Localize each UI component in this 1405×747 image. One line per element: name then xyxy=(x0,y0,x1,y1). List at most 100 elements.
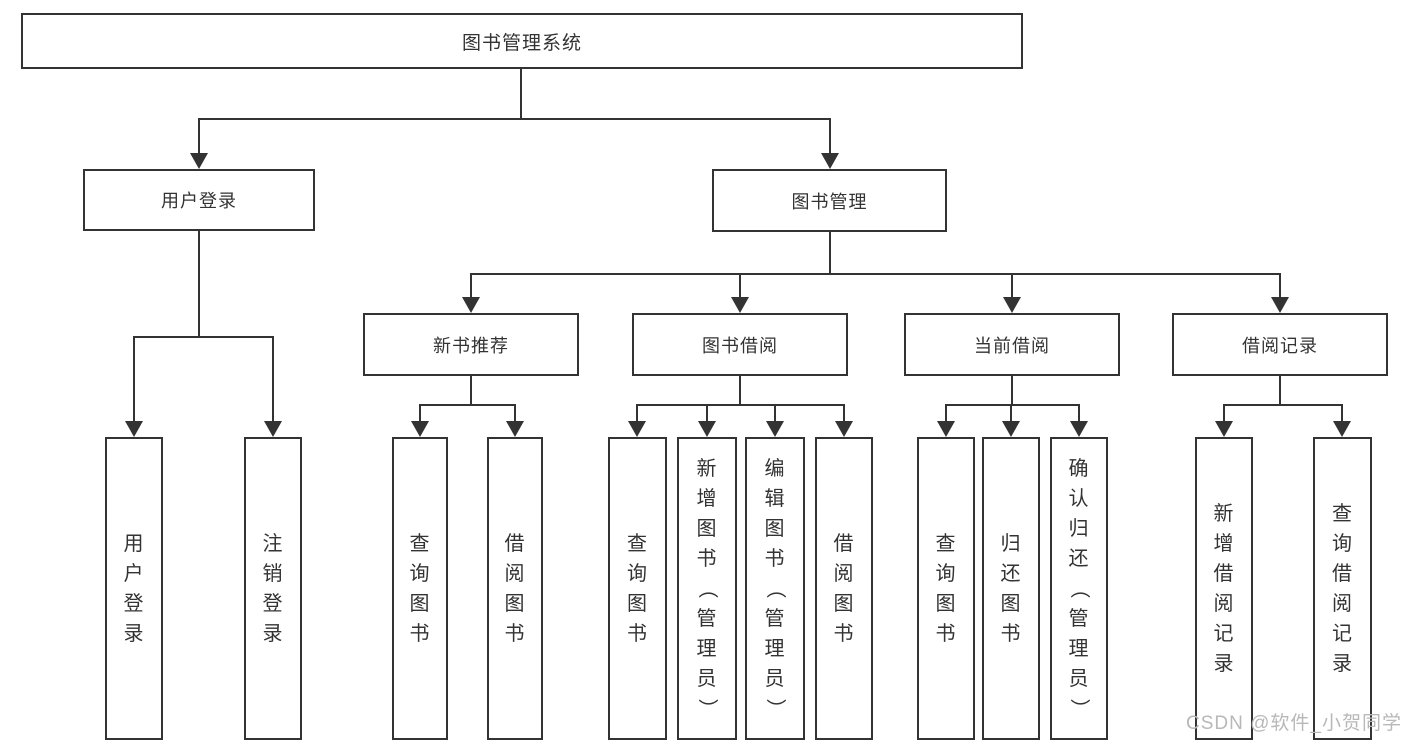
arrow-down-icon xyxy=(411,421,429,437)
vertical-label-char: 书 xyxy=(764,547,786,570)
node-root: 图书管理系统 xyxy=(21,13,1023,69)
vertical-label-char: 书 xyxy=(833,622,855,645)
vertical-label-char: 辑 xyxy=(764,487,786,510)
vertical-label-char: 管 xyxy=(696,607,718,630)
connector-stem xyxy=(1010,404,1012,422)
node-current-borrow-label: 当前借阅 xyxy=(974,335,1050,356)
vertical-label-char: 询 xyxy=(935,562,957,585)
vertical-label-char: 书 xyxy=(935,622,957,645)
node-book-borrow: 图书借阅 xyxy=(632,313,848,376)
node-new-book-recommend-label: 新书推荐 xyxy=(433,335,509,356)
vertical-label-char: 理 xyxy=(1068,637,1090,660)
vertical-label-char: 理 xyxy=(764,637,786,660)
arrow-down-icon xyxy=(1070,421,1088,437)
vertical-label-char: 借 xyxy=(1213,562,1235,585)
arrow-down-icon xyxy=(628,421,646,437)
vertical-label-char: 还 xyxy=(1068,547,1090,570)
vertical-label-char: 借 xyxy=(504,532,526,555)
leaf-add-books-admin: 新增图书（管理员） xyxy=(677,437,737,740)
connector-stem xyxy=(636,404,638,422)
vertical-label-char: 确 xyxy=(1068,457,1090,480)
connector-stem xyxy=(1223,404,1225,422)
node-root-label: 图书管理系统 xyxy=(461,32,582,54)
leaf-logout: 注销登录 xyxy=(244,437,302,740)
vertical-label-char: （ xyxy=(764,578,786,599)
connector-stem xyxy=(1341,404,1343,422)
arrow-down-icon xyxy=(821,153,839,169)
vertical-label-char: 理 xyxy=(696,637,718,660)
arrow-down-icon xyxy=(937,421,955,437)
vertical-label-char: 查 xyxy=(627,532,648,555)
connector-stem xyxy=(133,336,135,422)
leaf-recommend-query-books: 查询图书 xyxy=(392,437,448,740)
vertical-label-char: 记 xyxy=(1332,622,1353,645)
connector-userlogin-split xyxy=(133,336,274,338)
node-borrow-records-label: 借阅记录 xyxy=(1242,335,1318,356)
vertical-label-char: 阅 xyxy=(1213,592,1235,615)
vertical-label-char: 图 xyxy=(935,592,957,615)
arrow-down-icon xyxy=(190,153,208,169)
watermark-text: CSDN @软件_小贺同学 xyxy=(1186,713,1402,734)
connector-stem xyxy=(1011,273,1013,298)
arrow-down-icon xyxy=(1333,421,1351,437)
vertical-label-char: 图 xyxy=(1000,592,1022,615)
arrow-down-icon xyxy=(731,297,749,313)
vertical-label-char: 书 xyxy=(627,622,648,645)
vertical-label-char: 记 xyxy=(1213,622,1235,645)
vertical-label-char: 询 xyxy=(409,562,431,585)
node-new-book-recommend: 新书推荐 xyxy=(363,313,579,376)
vertical-label-char: 销 xyxy=(262,562,284,585)
vertical-label-char: 图 xyxy=(409,592,431,615)
vertical-label-char: 阅 xyxy=(833,562,855,585)
vertical-label-char: 新 xyxy=(1213,502,1235,525)
connector-stem xyxy=(198,118,200,154)
connector-drop xyxy=(1011,376,1013,404)
connector-stem xyxy=(829,118,831,154)
vertical-label-char: 注 xyxy=(262,532,284,555)
arrow-down-icon xyxy=(125,421,143,437)
connector-level2-split xyxy=(198,118,831,120)
leaf-add-borrow-record: 新增借阅记录 xyxy=(1195,437,1253,740)
vertical-label-char: 登 xyxy=(123,592,145,615)
vertical-label-char: 员 xyxy=(764,667,786,690)
vertical-label-char: 图 xyxy=(833,592,855,615)
connector-stem xyxy=(419,404,421,422)
vertical-label-char: 管 xyxy=(1068,607,1090,630)
connector-root-drop xyxy=(520,69,522,119)
vertical-label-char: 询 xyxy=(627,562,648,585)
connector-stem xyxy=(706,404,708,422)
node-current-borrow: 当前借阅 xyxy=(904,313,1120,376)
vertical-label-char: 查 xyxy=(1332,502,1353,525)
vertical-label-char: 图 xyxy=(696,517,718,540)
vertical-label-char: 登 xyxy=(262,592,284,615)
connector-drop xyxy=(470,376,472,404)
connector-stem xyxy=(1078,404,1080,422)
connector-split xyxy=(636,404,845,406)
arrow-down-icon xyxy=(698,421,716,437)
connector-drop xyxy=(1279,376,1281,404)
vertical-label-char: 借 xyxy=(1332,562,1353,585)
arrow-down-icon xyxy=(835,421,853,437)
vertical-label-char: 员 xyxy=(696,667,718,690)
vertical-label-char: 户 xyxy=(123,562,145,585)
vertical-label-char: 书 xyxy=(409,622,431,645)
vertical-label-char: 归 xyxy=(1068,517,1090,540)
vertical-label-char: 归 xyxy=(1000,532,1022,555)
node-book-borrow-label: 图书借阅 xyxy=(702,335,778,356)
leaf-confirm-return-admin: 确认归还（管理员） xyxy=(1050,437,1108,740)
vertical-label-char: 查 xyxy=(409,532,431,555)
vertical-label-char: 编 xyxy=(764,457,786,480)
vertical-label-char: （ xyxy=(1068,578,1090,599)
leaf-user-login: 用户登录 xyxy=(105,437,163,740)
vertical-label-char: 认 xyxy=(1068,487,1090,510)
vertical-label-char: 阅 xyxy=(1332,592,1353,615)
vertical-label-char: 录 xyxy=(1332,652,1353,675)
vertical-label-char: 录 xyxy=(1213,652,1235,675)
vertical-label-char: 图 xyxy=(764,517,786,540)
vertical-label-char: 阅 xyxy=(504,562,526,585)
arrow-down-icon xyxy=(1002,421,1020,437)
node-user-login-label: 用户登录 xyxy=(161,191,237,211)
node-book-management-label: 图书管理 xyxy=(791,191,868,212)
connector-stem xyxy=(272,336,274,422)
